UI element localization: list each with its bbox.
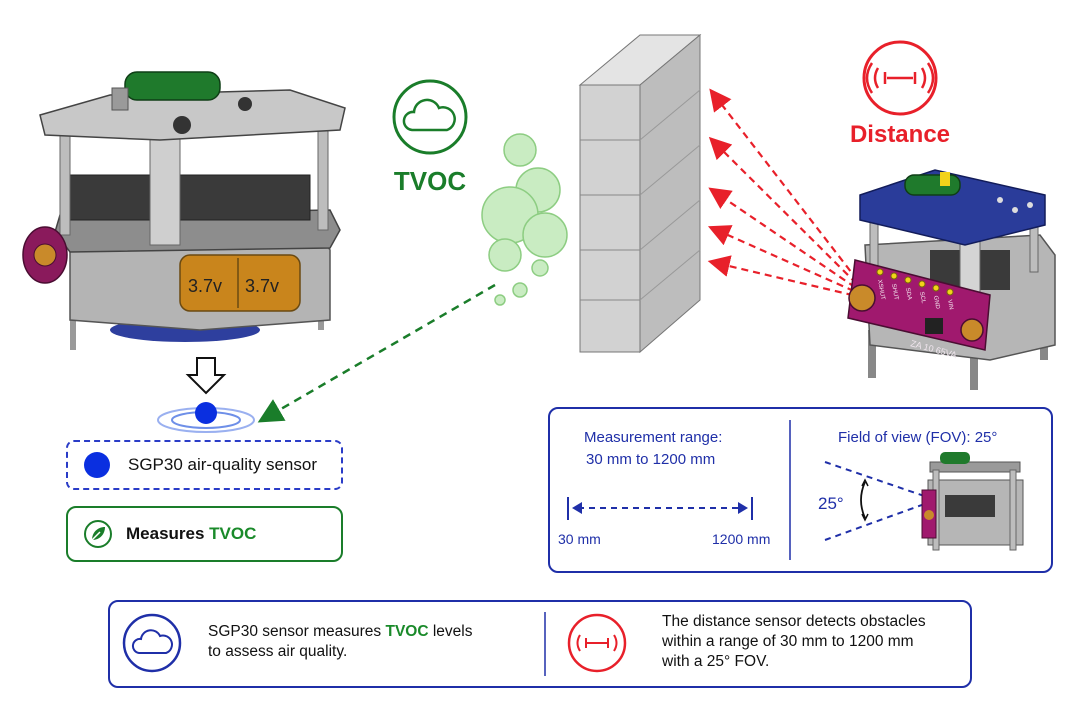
fov-cone <box>824 461 931 541</box>
summary-right-line2: within a range of 30 mm to 1200 mm <box>662 633 914 650</box>
tvoc-measure-prefix: Measures <box>126 524 205 543</box>
tvoc-flow-arrow <box>257 283 496 423</box>
pin-label: SHUT <box>890 283 899 300</box>
tvoc-cloud-icon <box>392 79 468 155</box>
range-title-line2: 30 mm to 1200 mm <box>586 451 716 468</box>
battery-label-left: 3.7v <box>188 276 222 296</box>
range-title-line1: Measurement range: <box>584 429 723 446</box>
tvoc-measure-highlight: TVOC <box>209 524 257 543</box>
summary-left-text: SGP30 sensor measures TVOC levels to ass… <box>208 622 473 662</box>
fov-angle-label: 25° <box>818 494 844 513</box>
summary-distance-signal-icon <box>567 613 627 673</box>
summary-left-line1-a: SGP30 sensor measures <box>208 623 382 640</box>
distance-device: ZA 10 65VA <box>847 169 1056 390</box>
sensor-label: SGP30 air-quality sensor <box>128 455 317 474</box>
summary-cloud-icon <box>122 613 182 673</box>
range-max-label: 1200 mm <box>712 531 771 547</box>
down-arrow-icon <box>185 357 227 395</box>
summary-left-line1-b: levels <box>432 623 473 640</box>
distance-heading: Distance <box>850 121 950 148</box>
brick-wall <box>578 33 702 354</box>
gas-cloud <box>481 133 568 306</box>
sensor-dot-icon <box>84 452 110 478</box>
pin-label: SDA <box>904 287 912 300</box>
summary-left-line1-highlight: TVOC <box>385 623 429 640</box>
summary-right-line1: The distance sensor detects obstacles <box>662 613 926 630</box>
battery-label-right: 3.7v <box>245 276 279 296</box>
tvoc-measure-box: Measures TVOC <box>66 506 343 562</box>
sensor-ripple <box>157 402 255 433</box>
pin-label: GND <box>932 295 940 310</box>
fov-title: Field of view (FOV): 25° <box>838 429 998 446</box>
sensor-label-box: SGP30 air-quality sensor <box>66 440 343 490</box>
tvoc-heading: TVOC <box>394 166 466 196</box>
summary-panel: SGP30 sensor measures TVOC levels to ass… <box>108 600 972 688</box>
sgp30-device: 3.7v 3.7v <box>22 71 346 350</box>
fov-device-thumbnail <box>921 452 1024 551</box>
summary-right-text: The distance sensor detects obstacles wi… <box>662 612 926 672</box>
range-arrow <box>567 497 753 520</box>
summary-left-line2: to assess air quality. <box>208 643 348 660</box>
range-min-label: 30 mm <box>558 531 601 547</box>
summary-right-line3: with a 25° FOV. <box>662 653 770 670</box>
leaf-icon <box>84 520 112 548</box>
summary-left-line1: SGP30 sensor measures TVOC levels <box>208 622 473 642</box>
pin-label: VIN <box>946 299 954 310</box>
tvoc-measure-label: Measures TVOC <box>126 524 256 544</box>
spec-panel: Measurement range: 30 mm to 1200 mm 30 m… <box>548 407 1053 573</box>
pin-label: XSHUT <box>876 279 885 300</box>
pin-label: SCL <box>918 291 926 304</box>
distance-rays <box>707 88 866 300</box>
distance-signal-icon <box>862 40 938 116</box>
